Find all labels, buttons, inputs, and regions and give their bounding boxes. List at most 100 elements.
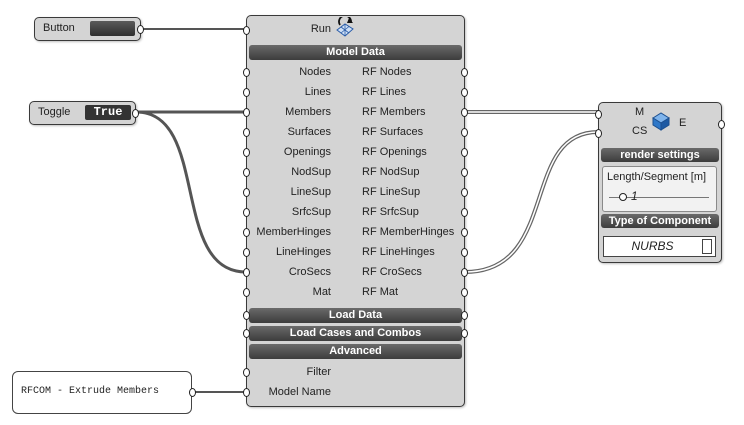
length-segment-box: Length/Segment [m] 1	[602, 166, 717, 212]
cs-input-grip[interactable]	[595, 129, 602, 138]
model-data-header-label: Model Data	[326, 46, 385, 58]
output-grip-rf-mat[interactable]	[461, 288, 468, 297]
output-grip-rf-memberhinges[interactable]	[461, 228, 468, 237]
input-label-linesup: LineSup	[290, 186, 331, 198]
output-label-rf-surfaces: RF Surfaces	[362, 126, 424, 138]
model-name-input-label: Model Name	[268, 386, 331, 398]
load-data-header-label: Load Data	[328, 309, 383, 321]
input-grip-srfcsup[interactable]	[243, 208, 250, 217]
render-settings-header[interactable]: render settings	[601, 148, 719, 162]
output-label-rf-members: RF Members	[362, 106, 426, 118]
input-label-mat: Mat	[312, 286, 331, 298]
load-cases-output-grip[interactable]	[461, 329, 468, 338]
cs-input-label: CS	[632, 125, 648, 137]
output-grip-rf-linesup[interactable]	[461, 188, 468, 197]
output-grip-rf-nodes[interactable]	[461, 68, 468, 77]
input-grip-linehinges[interactable]	[243, 248, 250, 257]
wire-rfcrosecs-cs-inner	[464, 131, 599, 273]
input-label-crosecs: CroSecs	[288, 266, 331, 278]
button-node[interactable]: Button	[34, 17, 144, 41]
type-dropdown-value: NURBS	[631, 239, 674, 253]
input-label-linehinges: LineHinges	[275, 246, 331, 258]
button-node-label: Button	[43, 22, 75, 34]
input-label-srfcsup: SrfcSup	[291, 206, 331, 218]
toggle-value-box[interactable]: True	[85, 105, 131, 120]
filter-input-label: Filter	[306, 366, 331, 378]
run-input-label: Run	[310, 23, 331, 35]
load-cases-input-grip[interactable]	[243, 329, 250, 338]
output-label-rf-srfcsup: RF SrfcSup	[362, 206, 419, 218]
e-output-label: E	[679, 117, 687, 129]
output-grip-rf-srfcsup[interactable]	[461, 208, 468, 217]
type-of-component-header[interactable]: Type of Component	[601, 214, 719, 228]
input-grip-openings[interactable]	[243, 148, 250, 157]
slider-track	[609, 197, 709, 198]
output-label-rf-openings: RF Openings	[362, 146, 427, 158]
e-output-grip[interactable]	[718, 120, 725, 129]
output-grip-rf-nodsup[interactable]	[461, 168, 468, 177]
dropdown-toggle-icon[interactable]	[702, 239, 712, 254]
output-grip-rf-members[interactable]	[461, 108, 468, 117]
toggle-node[interactable]: Toggle True	[29, 101, 139, 125]
toggle-value: True	[93, 105, 123, 119]
model-data-header[interactable]: Model Data	[249, 45, 462, 60]
render-component-icon	[652, 112, 670, 131]
render-component[interactable]: M CS E render settings Length/Segment [m…	[595, 102, 725, 263]
panel-output-grip[interactable]	[189, 388, 196, 397]
input-grip-surfaces[interactable]	[243, 128, 250, 137]
input-grip-nodes[interactable]	[243, 68, 250, 77]
run-input-grip[interactable]	[243, 26, 250, 35]
input-grip-memberhinges[interactable]	[243, 228, 250, 237]
panel-node[interactable]: RFCOM - Extrude Members	[12, 371, 196, 414]
load-data-input-grip[interactable]	[243, 311, 250, 320]
toggle-output-grip[interactable]	[132, 109, 139, 118]
button-node-press-area[interactable]	[90, 21, 135, 36]
input-grip-mat[interactable]	[243, 288, 250, 297]
m-input-label: M	[635, 106, 645, 118]
output-label-rf-linehinges: RF LineHinges	[362, 246, 435, 258]
slider-handle[interactable]	[619, 193, 627, 201]
input-grip-nodsup[interactable]	[243, 168, 250, 177]
length-segment-label: Length/Segment [m]	[607, 171, 707, 183]
output-label-rf-linesup: RF LineSup	[362, 186, 421, 198]
model-name-input-grip[interactable]	[243, 388, 250, 397]
length-segment-slider[interactable]: 1	[609, 189, 709, 205]
output-label-rf-lines: RF Lines	[362, 86, 407, 98]
output-grip-rf-surfaces[interactable]	[461, 128, 468, 137]
input-label-nodes: Nodes	[299, 66, 331, 78]
input-grip-members[interactable]	[243, 108, 250, 117]
output-grip-rf-lines[interactable]	[461, 88, 468, 97]
output-label-rf-mat: RF Mat	[362, 286, 399, 298]
load-cases-header-label: Load Cases and Combos	[289, 327, 422, 339]
slider-value: 1	[631, 189, 638, 203]
input-label-members: Members	[285, 106, 331, 118]
input-grip-linesup[interactable]	[243, 188, 250, 197]
output-grip-rf-openings[interactable]	[461, 148, 468, 157]
input-label-nodsup: NodSup	[291, 166, 331, 178]
advanced-header-label: Advanced	[329, 345, 382, 357]
input-label-memberhinges: MemberHinges	[256, 226, 331, 238]
load-data-header[interactable]: Load Data	[243, 308, 468, 323]
load-data-output-grip[interactable]	[461, 311, 468, 320]
m-input-grip[interactable]	[595, 110, 602, 119]
type-dropdown[interactable]: NURBS	[603, 236, 716, 257]
output-label-rf-crosecs: RF CroSecs	[362, 266, 422, 278]
load-cases-header[interactable]: Load Cases and Combos	[243, 326, 468, 341]
input-grip-crosecs[interactable]	[243, 268, 250, 277]
output-grip-rf-crosecs[interactable]	[461, 268, 468, 277]
output-grip-rf-linehinges[interactable]	[461, 248, 468, 257]
button-output-grip[interactable]	[137, 25, 144, 34]
filter-input-grip[interactable]	[243, 368, 250, 377]
output-label-rf-nodes: RF Nodes	[362, 66, 412, 78]
panel-text: RFCOM - Extrude Members	[21, 386, 160, 397]
input-label-surfaces: Surfaces	[287, 126, 331, 138]
advanced-header[interactable]: Advanced	[249, 344, 462, 359]
wire-rfcrosecs-cs	[464, 130, 599, 274]
type-of-component-header-label: Type of Component	[608, 215, 712, 227]
output-label-rf-memberhinges: RF MemberHinges	[362, 226, 455, 238]
input-grip-lines[interactable]	[243, 88, 250, 97]
rfem-logo-icon	[336, 17, 354, 37]
